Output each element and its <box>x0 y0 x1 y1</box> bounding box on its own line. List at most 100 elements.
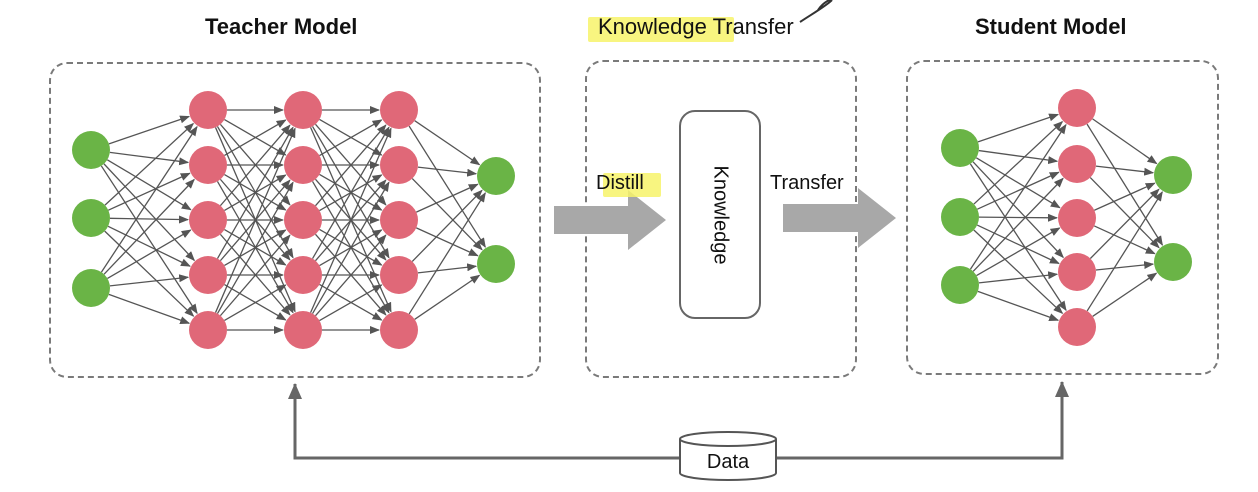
teacher-edge <box>104 230 195 317</box>
student-edge <box>973 120 1064 205</box>
teacher-node-layer-4 <box>477 245 515 283</box>
teacher-node-layer-0 <box>72 199 110 237</box>
teacher-node-layer-3 <box>380 201 418 239</box>
knowledge-highlight <box>588 17 734 42</box>
data-cylinder: Data <box>679 431 777 481</box>
student-edge <box>976 224 1060 265</box>
student-edge <box>978 271 1059 284</box>
student-node-layer-1 <box>1058 253 1096 291</box>
teacher-node-layer-2 <box>284 146 322 184</box>
teacher-node-layer-2 <box>284 256 322 294</box>
student-node-layer-1 <box>1058 199 1096 237</box>
teacher-edge <box>107 225 191 267</box>
teacher-node-layer-3 <box>380 91 418 129</box>
student-edge <box>1092 118 1158 165</box>
student-edge <box>1095 165 1155 176</box>
student-node-layer-1 <box>1058 308 1096 346</box>
teacher-edge <box>408 125 486 248</box>
teacher-edge <box>417 166 478 177</box>
teacher-edge <box>219 124 291 207</box>
teacher-node-layer-2 <box>284 91 322 129</box>
teacher-node-layer-1 <box>189 201 227 239</box>
student-node-layer-2 <box>1154 243 1192 281</box>
teacher-edge <box>219 234 291 317</box>
teacher-node-layer-3 <box>380 256 418 294</box>
knowledge-transfer-title: Knowledge Transfer <box>598 14 794 39</box>
student-edge <box>976 227 1061 277</box>
student-edge <box>977 113 1060 143</box>
teacher-edge <box>100 165 198 315</box>
transfer-label: Transfer <box>770 172 844 194</box>
data-to-teacher-line <box>288 383 679 460</box>
student-edge <box>1086 123 1163 246</box>
teacher-edge <box>414 274 481 320</box>
student-edge <box>969 163 1067 312</box>
teacher-node-layer-1 <box>189 256 227 294</box>
teacher-edge <box>106 159 192 211</box>
teacher-node-layer-1 <box>189 146 227 184</box>
teacher-node-layer-3 <box>380 146 418 184</box>
student-edge <box>972 161 1064 259</box>
student-model-title: Student Model <box>975 14 1127 39</box>
teacher-edge <box>109 215 190 224</box>
teacher-node-layer-2 <box>284 311 322 349</box>
knowledge-box: Knowledge <box>679 110 761 319</box>
student-model-box <box>906 60 1219 375</box>
teacher-edge <box>315 234 387 317</box>
student-node-layer-1 <box>1058 89 1096 127</box>
student-node-layer-2 <box>1154 156 1192 194</box>
teacher-node-layer-0 <box>72 269 110 307</box>
student-edge <box>969 123 1067 270</box>
teacher-edge <box>103 178 195 275</box>
teacher-edge <box>416 227 479 257</box>
teacher-node-layer-2 <box>284 201 322 239</box>
student-node-layer-0 <box>941 198 979 236</box>
student-edge <box>1089 188 1160 259</box>
student-edge <box>972 177 1064 272</box>
student-node-layer-1 <box>1058 145 1096 183</box>
teacher-node-layer-1 <box>189 311 227 349</box>
student-edge <box>1094 182 1156 211</box>
data-label: Data <box>706 451 750 473</box>
teacher-edge <box>319 284 383 322</box>
student-edge <box>1092 272 1158 317</box>
student-edge <box>977 290 1060 321</box>
teacher-edge <box>311 181 390 314</box>
teacher-edge <box>408 192 486 315</box>
knowledge-label: Knowledge <box>709 165 732 264</box>
student-edge <box>1095 261 1155 271</box>
student-edge <box>1089 177 1160 249</box>
student-edge <box>1094 225 1156 255</box>
teacher-edge <box>224 119 287 157</box>
teacher-edge <box>108 293 191 324</box>
student-edge <box>978 213 1059 222</box>
teacher-edge <box>103 163 196 262</box>
student-node-layer-0 <box>941 129 979 167</box>
distill-highlight <box>603 173 661 197</box>
teacher-model-title: Teacher Model <box>205 14 358 39</box>
teacher-edge <box>315 124 387 207</box>
teacher-edge <box>108 115 191 145</box>
teacher-node-layer-4 <box>477 157 515 195</box>
teacher-node-layer-0 <box>72 131 110 169</box>
distill-arrow <box>554 190 666 250</box>
teacher-edge <box>414 120 481 166</box>
teacher-edge <box>311 126 390 259</box>
student-edge <box>975 157 1061 209</box>
teacher-edge <box>100 125 198 273</box>
student-edge <box>973 229 1064 314</box>
teacher-node-layer-3 <box>380 311 418 349</box>
teacher-edge <box>108 172 191 211</box>
teacher-edge <box>104 122 195 206</box>
teacher-edge <box>224 284 287 322</box>
student-node-layer-0 <box>941 266 979 304</box>
teacher-edge <box>411 189 483 262</box>
teacher-edge <box>107 229 192 280</box>
teacher-edge <box>109 274 190 287</box>
data-to-student-line <box>777 381 1069 460</box>
teacher-edge <box>411 178 483 251</box>
teacher-edge <box>319 119 383 157</box>
teacher-edge <box>216 181 294 314</box>
teacher-model-box <box>49 62 541 378</box>
